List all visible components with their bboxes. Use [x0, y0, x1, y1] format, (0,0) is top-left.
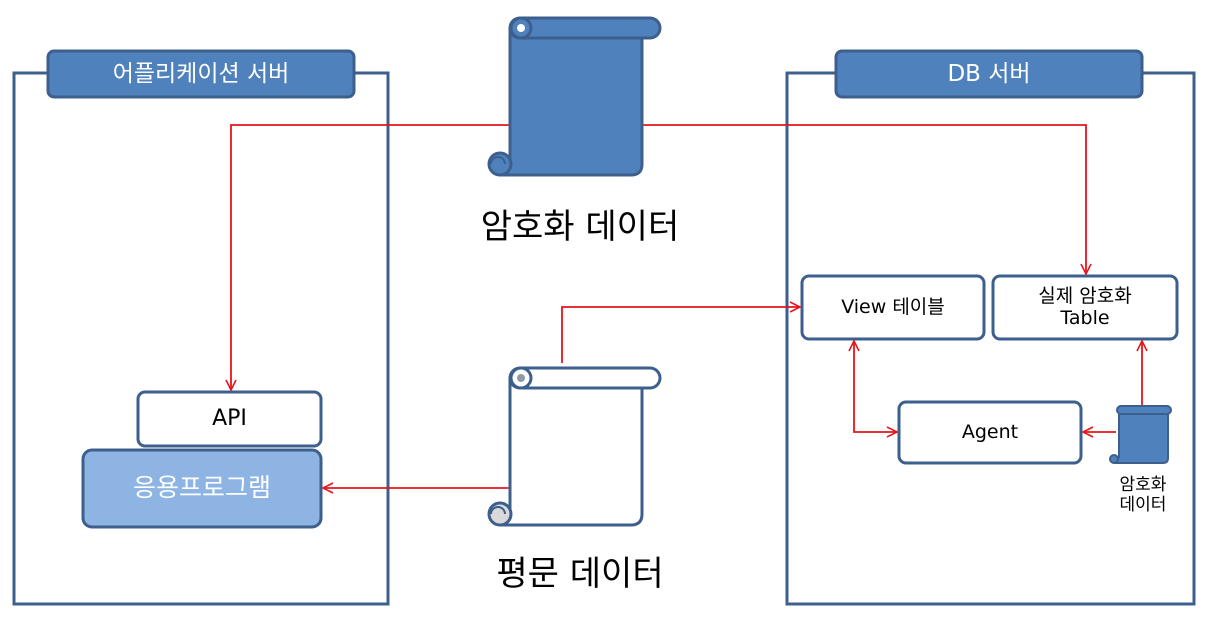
plain-scroll-icon: [487, 366, 662, 527]
real-table-box: [991, 274, 1179, 341]
api-box: [136, 390, 323, 448]
encrypted-data-label: 암호화 데이터: [480, 207, 680, 248]
real-table-label-line1: 실제 암호화: [1038, 284, 1132, 307]
small-scroll-label: 암호화 데이터: [1100, 470, 1186, 522]
arrow-plain-to-view-table: [561, 307, 800, 363]
db-server-title-box: [834, 49, 1144, 99]
api-label: API: [212, 406, 247, 432]
view-table-label: View 테이블: [841, 295, 945, 318]
connectors: [231, 124, 1142, 488]
app-server-title: 어플리케이션 서버: [112, 60, 290, 87]
db-server-title: DB 서버: [947, 60, 1031, 87]
arrow-view-to-agent: [853, 380, 897, 432]
encrypted-scroll-icon: [487, 16, 662, 177]
small-scroll-label-line2: 데이터: [1119, 495, 1167, 515]
view-table-box: [800, 274, 986, 341]
app-server-title-box: [46, 49, 356, 99]
real-table-label: 실제 암호화 Table: [993, 276, 1177, 339]
arrow-encrypted-to-api: [231, 124, 510, 390]
agent-label: Agent: [961, 420, 1019, 443]
arrow-encrypted-to-real-table: [642, 124, 1086, 274]
application-box: [81, 448, 323, 529]
application-label: 응용프로그램: [132, 473, 271, 503]
plain-data-label: 평문 데이터: [496, 554, 664, 595]
real-table-label-line2: Table: [1060, 306, 1110, 329]
small-encrypted-scroll-icon: [1109, 405, 1172, 464]
agent-box: [897, 400, 1083, 465]
small-scroll-label-line1: 암호화: [1119, 475, 1167, 496]
